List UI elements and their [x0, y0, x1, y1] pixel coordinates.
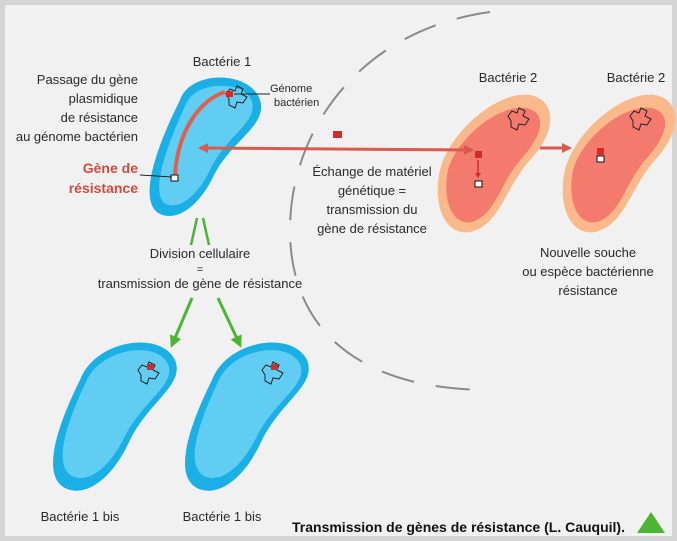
- label-genome: Génome bactérien: [270, 83, 319, 109]
- label-bacterie-1-bis-left: Bactérie 1 bis: [41, 509, 120, 524]
- bacterium-2-first: [437, 94, 551, 233]
- svg-text:ou espèce bactérienne: ou espèce bactérienne: [522, 264, 654, 279]
- division-arrow-left: [170, 297, 194, 348]
- svg-text:de résistance: de résistance: [61, 110, 138, 125]
- svg-text:=: =: [197, 264, 203, 276]
- svg-text:au génome bactérien: au génome bactérien: [16, 129, 138, 144]
- dashed-arc: [288, 11, 491, 391]
- division-line-left: [189, 217, 199, 246]
- plasmid-gene-marker: [333, 131, 342, 138]
- svg-text:génétique =: génétique =: [338, 183, 406, 198]
- svg-text:gène de résistance: gène de résistance: [317, 221, 427, 236]
- label-division: Division cellulaire = transmission de gè…: [98, 246, 303, 291]
- label-bacterie-2-second: Bactérie 2: [607, 70, 666, 85]
- label-bacterie-1: Bactérie 1: [193, 54, 252, 69]
- svg-text:résistance: résistance: [69, 180, 138, 196]
- svg-text:Passage du gène: Passage du gène: [37, 72, 138, 87]
- svg-text:Échange de matériel: Échange de matériel: [312, 164, 431, 179]
- label-gene-resistance: Gène de résistance: [69, 160, 138, 196]
- label-bacterie-1-bis-right: Bactérie 1 bis: [183, 509, 262, 524]
- label-passage: Passage du gène plasmidique de résistanc…: [16, 72, 138, 144]
- svg-text:transmission du: transmission du: [326, 202, 417, 217]
- bacterium-2-second: [562, 94, 676, 233]
- division-arrow-right: [216, 297, 242, 348]
- svg-text:plasmidique: plasmidique: [69, 91, 138, 106]
- caption-triangle-icon: [637, 512, 665, 533]
- label-nouvelle-souche: Nouvelle souche ou espèce bactérienne ré…: [522, 245, 654, 298]
- svg-text:Génome: Génome: [270, 83, 312, 95]
- gene-pointer: [139, 174, 173, 178]
- figure-caption: Transmission de gènes de résistance (L. …: [292, 519, 625, 535]
- svg-text:résistance: résistance: [558, 283, 617, 298]
- label-bacterie-2-first: Bactérie 2: [479, 70, 538, 85]
- division-line-right: [201, 217, 211, 246]
- svg-text:transmission de gène de résist: transmission de gène de résistance: [98, 276, 303, 291]
- svg-text:Division cellulaire: Division cellulaire: [150, 246, 250, 261]
- exchange-arrow: [198, 143, 474, 155]
- bacterium-1-bis-right: [185, 342, 309, 491]
- bacterium-1-bis-left: [53, 342, 177, 491]
- svg-text:bactérien: bactérien: [274, 97, 319, 109]
- svg-text:Gène de: Gène de: [83, 160, 138, 176]
- label-echange: Échange de matériel génétique = transmis…: [312, 164, 431, 236]
- svg-text:Nouvelle souche: Nouvelle souche: [540, 245, 636, 260]
